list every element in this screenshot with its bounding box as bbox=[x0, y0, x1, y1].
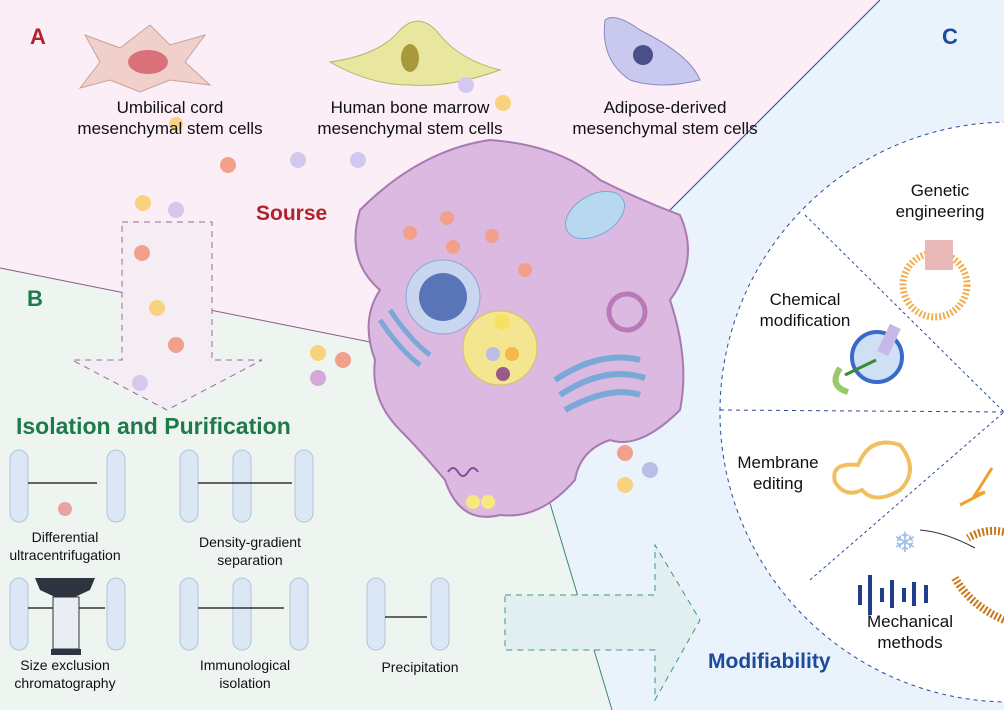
mod-mechanical-methods: Mechanical methods bbox=[850, 611, 970, 653]
mod-genetic-engineering: Genetic engineering bbox=[880, 180, 1000, 222]
isolation-title: Isolation and Purification bbox=[16, 413, 291, 439]
source-cell-umbilical: Umbilical cord mesenchymal stem cells bbox=[60, 97, 280, 139]
label: mesenchymal stem cells bbox=[572, 119, 758, 138]
panel-label-c: C bbox=[942, 24, 958, 49]
method-differential-ultracentrifugation: Differential ultracentrifugation bbox=[0, 528, 130, 564]
label: Human bone marrow bbox=[330, 98, 490, 117]
mod-membrane-editing: Membrane editing bbox=[728, 452, 828, 494]
label: mesenchymal stem cells bbox=[77, 119, 263, 138]
source-cell-bone-marrow: Human bone marrow mesenchymal stem cells bbox=[295, 97, 525, 139]
svg-text:❄: ❄ bbox=[893, 527, 916, 558]
label: isolation bbox=[219, 675, 271, 691]
label: separation bbox=[217, 552, 283, 568]
label: Density-gradient bbox=[199, 534, 301, 550]
source-title: Sourse bbox=[256, 202, 328, 225]
label: mesenchymal stem cells bbox=[317, 119, 503, 138]
test-tubes bbox=[9, 449, 450, 651]
label: Mechanical bbox=[867, 612, 953, 631]
label: engineering bbox=[895, 202, 985, 221]
label: Umbilical cord bbox=[116, 98, 224, 117]
label: editing bbox=[752, 474, 804, 493]
label: Chemical bbox=[769, 290, 841, 309]
exosome-particles bbox=[135, 77, 658, 493]
modification-wheel: ❄ bbox=[719, 121, 1004, 703]
label: ultracentrifugation bbox=[9, 547, 121, 563]
label: Genetic bbox=[910, 181, 970, 200]
method-immunological-isolation: Immunological isolation bbox=[180, 656, 310, 692]
label: Membrane bbox=[737, 453, 819, 472]
adipose-derived-msc-icon bbox=[603, 17, 701, 86]
label: Size exclusion bbox=[20, 657, 110, 673]
label: modification bbox=[759, 311, 851, 330]
msc-cell-illustration bbox=[354, 138, 689, 518]
method-density-gradient: Density-gradient separation bbox=[180, 533, 320, 569]
label: Adipose-derived bbox=[603, 98, 727, 117]
pellet-icon bbox=[58, 502, 72, 516]
label: Immunological bbox=[199, 657, 291, 673]
label: methods bbox=[877, 633, 943, 652]
panel-label-a: A bbox=[30, 24, 46, 49]
panel-label-b: B bbox=[27, 286, 43, 311]
mod-chemical-modification: Chemical modification bbox=[745, 289, 865, 331]
method-size-exclusion: Size exclusion chromatography bbox=[0, 656, 130, 692]
label: Differential bbox=[31, 529, 99, 545]
bone-marrow-msc-icon bbox=[328, 20, 502, 86]
chromatography-column-icon bbox=[35, 578, 95, 655]
umbilical-cord-msc-icon bbox=[78, 24, 212, 93]
method-precipitation: Precipitation bbox=[360, 658, 480, 676]
isolation-arrow bbox=[71, 221, 263, 411]
modifiability-title: Modifiability bbox=[708, 650, 831, 673]
modifiability-arrow bbox=[504, 543, 701, 702]
label: Precipitation bbox=[381, 659, 459, 675]
label: chromatography bbox=[14, 675, 116, 691]
source-cell-adipose: Adipose-derived mesenchymal stem cells bbox=[555, 97, 775, 139]
